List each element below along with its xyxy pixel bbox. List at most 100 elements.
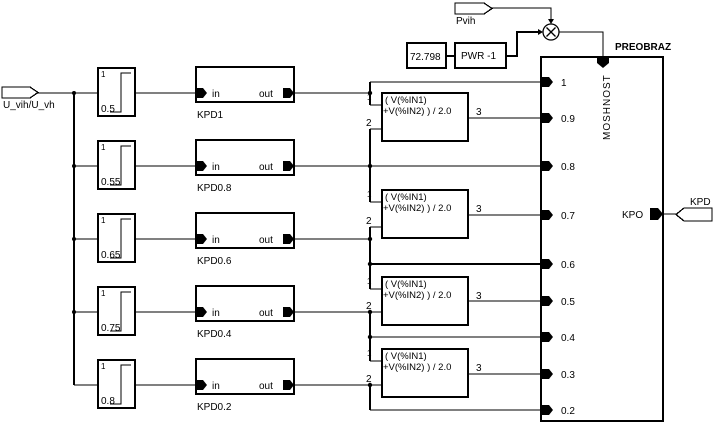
preobraz-block[interactable]: PREOBRAZ MOSHNOST 1 0.9 0.8 0.7 0.6 0.5 … (540, 42, 671, 422)
formula-line-1: ( V(%IN1) (385, 95, 427, 106)
step-curve-icon (110, 145, 131, 186)
step-curve-icon (110, 364, 131, 405)
relay-threshold: 0.55 (101, 177, 121, 188)
output-pin-icon[interactable] (283, 161, 294, 171)
constant-block[interactable]: 72.798 (406, 42, 447, 69)
formula-line-2: +V(%IN2) ) / 2.0 (383, 203, 451, 214)
kpd-out-label: out (259, 89, 273, 100)
relay-body (97, 213, 136, 263)
relay-block-2[interactable]: 1 0.55 (97, 140, 136, 190)
relay-block-3[interactable]: 1 0.65 (97, 213, 136, 263)
junction-dot (367, 90, 373, 96)
output-pin-icon[interactable] (283, 234, 294, 244)
formula-block-1[interactable]: ( V(%IN1) +V(%IN2) ) / 2.0 1 2 3 (366, 92, 541, 142)
relay-on-value: 1 (101, 216, 106, 225)
kpd-block-1[interactable]: in out KPD1 (195, 66, 295, 121)
kpd-block-2[interactable]: in out KPD0.8 (195, 139, 295, 194)
input-connector-u-vih[interactable]: U_vih/U_vh (1, 86, 55, 111)
formula-in2-pin-label: 2 (366, 216, 372, 227)
input-connector-label: U_vih/U_vh (3, 100, 55, 111)
junction-dot (367, 382, 373, 388)
formula-in2-pin-label: 2 (366, 118, 372, 129)
kpd-name: KPD1 (197, 110, 224, 121)
offpage-connector-shape (674, 207, 713, 222)
multiplier-block[interactable] (542, 23, 560, 41)
kpd-body (195, 139, 295, 176)
output-pin-icon[interactable] (650, 208, 663, 220)
relay-output-wires (135, 92, 196, 386)
kpd-block-5[interactable]: in out KPD0.2 (195, 358, 295, 413)
kpd-name: KPD0.8 (197, 183, 232, 194)
input-pin-icon[interactable] (541, 259, 553, 269)
output-connector-kpd[interactable]: KPD (674, 197, 713, 222)
output-pin-icon[interactable] (283, 307, 294, 317)
input-pin-label: 0.7 (561, 211, 575, 222)
kpd-block-3[interactable]: in out KPD0.6 (195, 212, 295, 267)
kpd-block-4[interactable]: in out KPD0.4 (195, 285, 295, 340)
kpd-in-label: in (212, 308, 220, 319)
formula-out-pin-label: 3 (476, 107, 482, 118)
step-curve-icon (110, 218, 131, 259)
junction-dot (72, 310, 76, 314)
averaging-bus (367, 81, 541, 411)
multiply-x-icon (546, 27, 556, 37)
input-pin-icon[interactable] (541, 405, 553, 415)
relay-block-4[interactable]: 1 0.75 (97, 286, 136, 336)
formula-in1-pin-label: 1 (367, 93, 372, 102)
input-pin-icon[interactable] (196, 161, 207, 171)
input-pin-icon[interactable] (541, 161, 553, 171)
formula-block-4[interactable]: ( V(%IN1) +V(%IN2) ) / 2.0 1 2 3 (366, 348, 541, 398)
input-pin-icon[interactable] (541, 296, 553, 306)
pwr-body (454, 42, 507, 69)
kpd-body (195, 212, 295, 249)
kpd-name: KPD0.4 (197, 329, 232, 340)
power-input-connector[interactable]: Pvih (454, 2, 494, 27)
relay-body (97, 286, 136, 336)
formula-line-2: +V(%IN2) ) / 2.0 (383, 290, 451, 301)
formula-block-3[interactable]: ( V(%IN1) +V(%IN2) ) / 2.0 1 2 3 (366, 276, 541, 326)
input-bus (38, 91, 98, 386)
formula-line-2: +V(%IN2) ) / 2.0 (383, 106, 451, 117)
formula-line-2: +V(%IN2) ) / 2.0 (383, 362, 451, 373)
input-pin-icon[interactable] (196, 380, 207, 390)
input-pin-icon[interactable] (196, 234, 207, 244)
offpage-connector-shape (454, 2, 494, 15)
pwr-block[interactable]: PWR -1 (454, 42, 507, 69)
moshnost-pin-icon[interactable] (597, 57, 609, 68)
relay-block-5[interactable]: 1 0.8 (97, 359, 136, 409)
relay-threshold: 0.75 (101, 323, 121, 334)
formula-body (381, 92, 469, 142)
kpd-out-label: out (259, 381, 273, 392)
formula-in2-pin-label: 2 (366, 301, 372, 312)
output-pin-icon[interactable] (283, 380, 294, 390)
input-pin-icon[interactable] (541, 113, 553, 123)
formula-out-pin-label: 3 (476, 204, 482, 215)
formula-in1-pin-label: 1 (367, 190, 372, 199)
kpd-body (195, 66, 295, 103)
wire-to-moshnost[interactable] (559, 31, 604, 57)
wire[interactable] (506, 30, 540, 58)
input-pin-icon[interactable] (196, 88, 207, 98)
input-pin-icon[interactable] (196, 307, 207, 317)
relay-on-value: 1 (101, 289, 106, 298)
input-pin-icon[interactable] (541, 210, 553, 220)
kpd-in-label: in (212, 235, 220, 246)
formula-block-2[interactable]: ( V(%IN1) +V(%IN2) ) / 2.0 1 2 3 (366, 189, 541, 239)
relay-body (97, 140, 136, 190)
step-curve-icon (110, 291, 131, 332)
relay-block-1[interactable]: 1 0.5 (97, 67, 136, 117)
kpd-name: KPD0.2 (197, 402, 232, 413)
input-pin-icon[interactable] (541, 332, 553, 342)
offpage-connector-shape (1, 86, 40, 99)
formula-in1-pin-label: 1 (367, 349, 372, 358)
input-pin-icon[interactable] (541, 369, 553, 379)
step-curve-icon (110, 72, 131, 113)
kpd-body (195, 285, 295, 322)
wire[interactable] (492, 7, 552, 22)
output-pin-icon[interactable] (283, 88, 294, 98)
input-pin-label: 0.5 (561, 297, 575, 308)
kpd-output-wires (294, 92, 370, 386)
junction-dot (72, 237, 76, 241)
input-pin-icon[interactable] (541, 77, 553, 87)
